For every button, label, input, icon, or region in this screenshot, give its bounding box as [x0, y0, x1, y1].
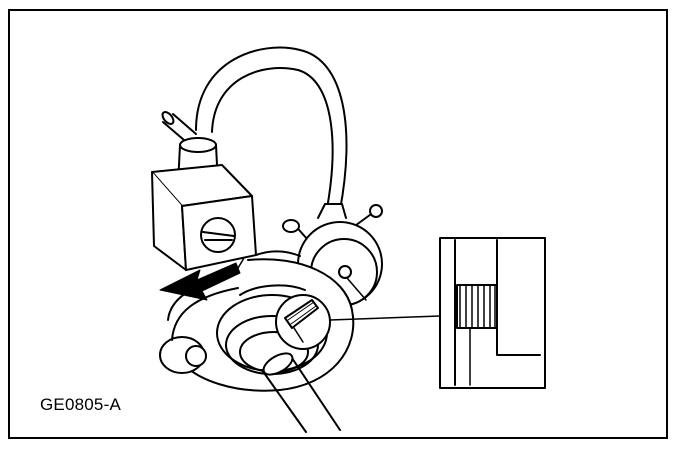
leader-line	[329, 315, 441, 321]
figure-caption: GE0805-A	[40, 395, 121, 414]
vacuum-pump-block	[151, 164, 257, 271]
vacuum-hose	[195, 46, 348, 215]
shaft	[261, 352, 341, 433]
detail-circle	[275, 294, 331, 350]
inset-detail	[439, 237, 546, 389]
connection-line	[255, 250, 301, 257]
pointer-arrow-icon	[159, 257, 245, 301]
